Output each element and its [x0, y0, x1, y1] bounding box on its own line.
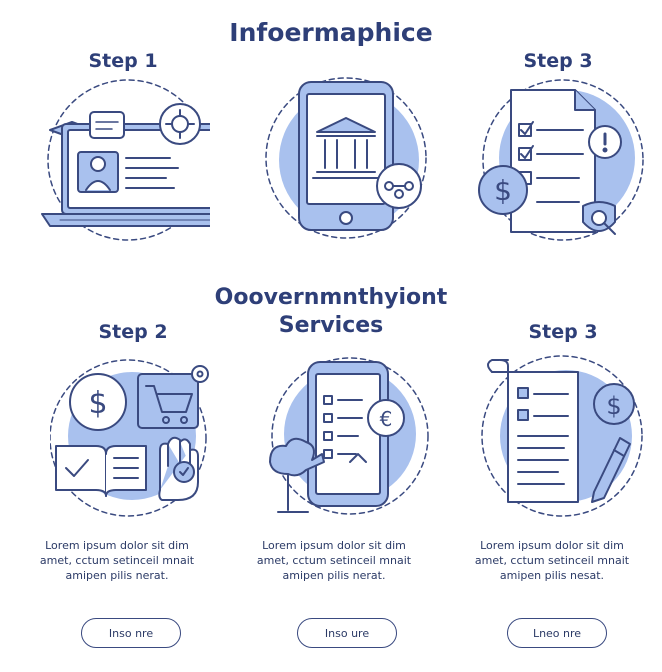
desc-line: amipen pilis nerat.: [282, 569, 386, 582]
svg-text:$: $: [494, 174, 512, 207]
step-label-1: Step 1: [88, 50, 158, 72]
step-label-3-top: Step 3: [523, 50, 593, 72]
desc-line: amet, cctum setinceil mnait: [256, 554, 412, 567]
section-title-line1: Ooovernmnthyiont: [214, 285, 448, 310]
card-2-description: Lorem ipsum dolor sit dim amet, cctum se…: [244, 538, 424, 583]
desc-line: amipen pilis nesat.: [499, 569, 605, 582]
svg-text:$: $: [606, 392, 621, 420]
section-title: Ooovernmnthyiont Services: [0, 284, 662, 340]
document-dollar-pen-icon: $: [478, 352, 648, 522]
svg-text:$: $: [88, 386, 107, 421]
svg-text:€: €: [380, 407, 393, 431]
desc-line: amet, cctum setinceil mnait: [39, 554, 195, 567]
card-3-description: Lorem ipsum dolor sit dim amet, cctum se…: [462, 538, 642, 583]
card-2-button[interactable]: Inso ure: [297, 618, 397, 648]
page-title: Infoermaphice: [229, 18, 433, 47]
step-label-3-bottom: Step 3: [528, 321, 598, 343]
card-1-description: Lorem ipsum dolor sit dim amet, cctum se…: [27, 538, 207, 583]
desc-line: Lorem ipsum dolor sit dim: [480, 539, 624, 552]
dollar-cart-book-icon: $: [50, 350, 220, 520]
section-title-line2: Services: [278, 313, 384, 338]
laptop-profile-icon: [40, 72, 210, 242]
desc-line: Lorem ipsum dolor sit dim: [262, 539, 406, 552]
desc-line: Lorem ipsum dolor sit dim: [45, 539, 189, 552]
card-1-button[interactable]: Inso nre: [81, 618, 181, 648]
desc-line: amipen pilis nerat.: [65, 569, 169, 582]
desc-line: amet, cctum setinceil mnait: [474, 554, 630, 567]
checklist-dollar-icon: $: [475, 72, 645, 242]
mobile-checklist-euro-icon: €: [262, 350, 432, 520]
mobile-bank-icon: [261, 72, 431, 242]
step-label-2: Step 2: [98, 321, 168, 343]
card-3-button[interactable]: Lneo nre: [507, 618, 607, 648]
